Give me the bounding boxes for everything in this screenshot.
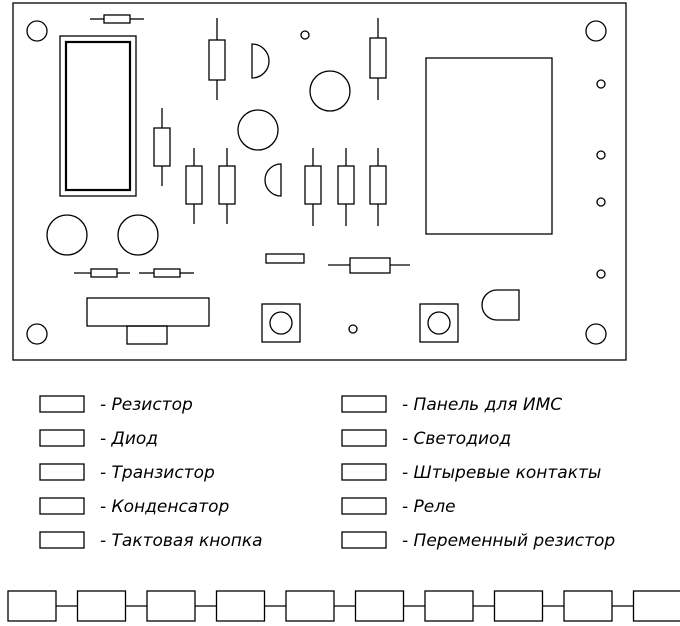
legend-swatch-tactile-button [39, 531, 85, 549]
legend-label-transistor: - Транзистор [100, 463, 215, 483]
resistor-vertical-2 [369, 18, 387, 100]
legend-label-capacitor: - Конденсатор [100, 497, 230, 517]
legend-label-variable-resistor: - Переменный резистор [402, 531, 615, 551]
legend-label-ic-socket: - Панель для ИМС [402, 395, 562, 415]
mounting-hole-top-left [26, 20, 48, 42]
chain-box [146, 590, 196, 622]
chain-box [76, 590, 127, 622]
resistor-vertical-7 [337, 148, 355, 226]
legend-swatch-resistor [39, 395, 85, 413]
mounting-hole-bottom-right [585, 323, 607, 345]
capacitor-3 [46, 214, 88, 256]
via-hole-3 [596, 150, 606, 160]
legend-label-resistor: - Резистор [100, 395, 193, 415]
legend-swatch-pin-header [341, 463, 387, 481]
chain-box [563, 590, 613, 622]
tactile-button-1 [261, 303, 301, 343]
via-hole-4 [596, 197, 606, 207]
color-box-chain [7, 590, 680, 622]
resistor-horizontal-middle [328, 257, 410, 274]
chain-box [354, 590, 405, 622]
chain-box [632, 590, 680, 622]
legend-left: - Резистор - Диод - Транзистор - Конденс… [39, 395, 263, 551]
via-hole-1 [300, 30, 310, 40]
legend-swatch-variable-resistor [341, 531, 387, 549]
relay-footprint [425, 57, 553, 235]
resistor-vertical-3 [153, 108, 171, 186]
resistor-bottom-1 [74, 268, 130, 278]
capacitor-2 [237, 109, 279, 151]
mounting-hole-bottom-left [26, 323, 48, 345]
resistor-vertical-5 [218, 148, 236, 224]
capacitor-1 [309, 70, 351, 112]
resistor-vertical-8 [369, 148, 387, 226]
legend-label-diode: - Диод [100, 429, 158, 449]
chain-box [7, 590, 57, 622]
chain-box [285, 590, 335, 622]
transistor-3 [481, 289, 520, 321]
legend-swatch-led [341, 429, 387, 447]
terminal-block [86, 297, 210, 345]
resistor-vertical-1 [208, 18, 226, 100]
legend-label-pin-header: - Штыревые контакты [402, 463, 601, 483]
mounting-hole-top-right [585, 20, 607, 42]
transistor-2 [264, 163, 282, 197]
via-hole-6 [348, 324, 358, 334]
resistor-bottom-2 [139, 268, 194, 278]
chain-box [215, 590, 266, 622]
legend-swatch-ic-socket [341, 395, 387, 413]
transistor-1 [251, 43, 270, 79]
legend-swatch-transistor [39, 463, 85, 481]
resistor-vertical-6 [304, 148, 322, 226]
legend-label-led: - Светодиод [402, 429, 511, 449]
resistor-top-horizontal [90, 14, 144, 24]
chain-box [424, 590, 474, 622]
pin-header-small [265, 253, 305, 264]
legend-swatch-relay [341, 497, 387, 515]
legend-label-tactile-button: - Тактовая кнопка [100, 531, 263, 551]
ic-socket-footprint [59, 35, 137, 197]
via-hole-2 [596, 79, 606, 89]
chain-box [493, 590, 544, 622]
legend-label-relay: - Реле [402, 497, 456, 517]
resistor-vertical-4 [185, 148, 203, 224]
tactile-button-2 [419, 303, 459, 343]
pcb-board-outline [12, 2, 627, 361]
via-hole-5 [596, 269, 606, 279]
legend-swatch-diode [39, 429, 85, 447]
legend-right: - Панель для ИМС - Светодиод - Штыревые … [341, 395, 615, 551]
legend-swatch-capacitor [39, 497, 85, 515]
capacitor-4 [117, 214, 159, 256]
